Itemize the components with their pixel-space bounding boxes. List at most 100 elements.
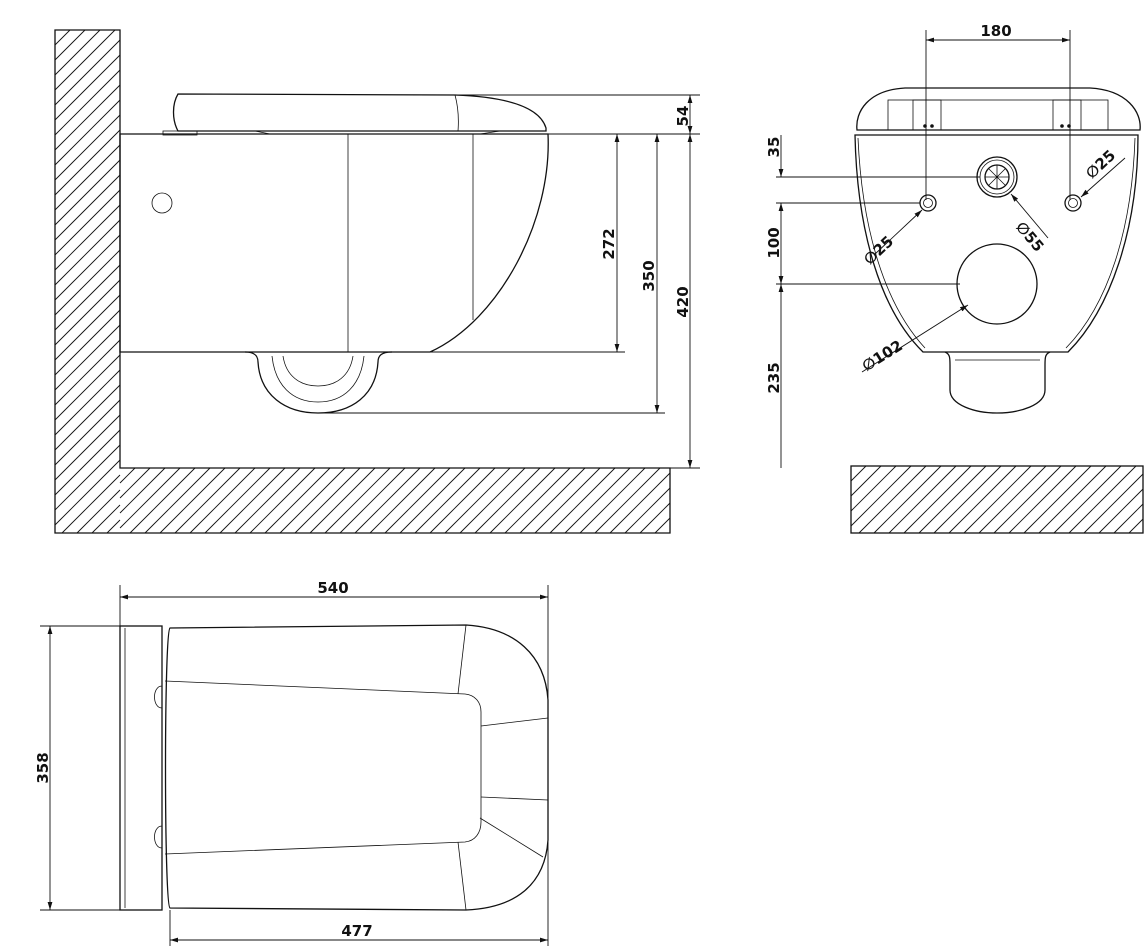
hatch-line xyxy=(309,467,376,534)
floor-outline xyxy=(850,465,1144,534)
label-inlet-right: ∅25 xyxy=(1082,146,1119,182)
hatch-line xyxy=(54,39,121,106)
label-272: 272 xyxy=(600,228,618,259)
hatch-line xyxy=(519,467,586,534)
hatch-line xyxy=(933,465,1002,534)
hatch-line xyxy=(918,465,987,534)
hatch-line xyxy=(54,204,121,271)
hatch-line xyxy=(504,467,571,534)
hatch-line xyxy=(54,414,121,481)
label-420: 420 xyxy=(674,286,692,317)
lid-seam xyxy=(454,94,459,132)
hatch-line xyxy=(249,467,316,534)
hatch-line xyxy=(54,84,121,151)
top-view: 540 358 477 xyxy=(34,579,549,946)
floor-hatching-front xyxy=(850,465,1144,534)
hatch-line xyxy=(129,467,196,534)
hatch-line xyxy=(54,324,121,391)
hatch-line xyxy=(54,144,121,211)
hatch-line xyxy=(106,519,121,534)
hatch-line xyxy=(54,459,121,526)
hatch-line xyxy=(564,467,631,534)
fixing-hole xyxy=(151,192,173,214)
label-outlet: ∅102 xyxy=(859,336,906,375)
hatch-line xyxy=(474,467,541,534)
front-view: 180 35 100 235 ∅25 ∅25 ∅55 ∅102 xyxy=(765,22,1144,534)
hatch-line xyxy=(594,467,661,534)
label-358: 358 xyxy=(34,752,52,783)
hatch-line xyxy=(1128,518,1144,534)
hatch-line xyxy=(850,465,912,527)
hatch-line xyxy=(54,249,121,316)
hatch-line xyxy=(54,29,101,76)
wall-hatching xyxy=(54,29,671,534)
hatch-line xyxy=(189,467,256,534)
hatch-line xyxy=(54,54,121,121)
hatch-line xyxy=(324,467,391,534)
hatch-line xyxy=(1038,465,1107,534)
hatch-line xyxy=(54,354,121,421)
hatch-line xyxy=(549,467,616,534)
hatch-line xyxy=(54,29,86,61)
water-inlet-right xyxy=(1064,194,1082,212)
hatch-line xyxy=(1113,503,1144,534)
seat-hinge-frame xyxy=(887,99,1109,131)
hatch-line xyxy=(993,465,1062,534)
hatch-line xyxy=(76,489,121,534)
hatch-line xyxy=(54,219,121,286)
hatch-line xyxy=(54,29,116,91)
hatch-line xyxy=(54,99,121,166)
seat-opening xyxy=(164,680,482,855)
hatch-line xyxy=(54,29,71,46)
bowl-front xyxy=(854,134,1139,353)
hatch-line xyxy=(1023,465,1092,534)
hatch-line xyxy=(54,369,121,436)
seat-front xyxy=(856,87,1141,131)
leader-inlet-left xyxy=(873,209,923,256)
hatch-line xyxy=(489,467,556,534)
hatch-line xyxy=(54,114,121,181)
label-100: 100 xyxy=(765,227,783,258)
hatch-line xyxy=(873,465,942,534)
waste-outlet xyxy=(956,243,1038,325)
hatch-line xyxy=(579,467,646,534)
hatch-line xyxy=(1083,473,1144,534)
hatch-line xyxy=(119,467,181,529)
label-180: 180 xyxy=(980,22,1011,40)
hatch-line xyxy=(119,467,166,514)
hatch-line xyxy=(219,467,286,534)
hatch-line xyxy=(414,467,481,534)
trap-front xyxy=(944,351,1051,414)
hatch-line xyxy=(459,467,526,534)
hatch-line xyxy=(279,467,346,534)
hatch-line xyxy=(339,467,406,534)
hatch-line xyxy=(1008,465,1077,534)
hatch-line xyxy=(54,174,121,241)
hatch-line xyxy=(399,467,466,534)
hatch-line xyxy=(54,309,121,376)
label-350: 350 xyxy=(640,260,658,291)
hatch-line xyxy=(429,467,496,534)
hatch-line xyxy=(654,517,671,534)
hatch-line xyxy=(858,465,927,534)
hatch-line xyxy=(61,474,121,534)
hatch-line xyxy=(850,465,867,482)
hatch-line xyxy=(639,502,671,534)
leader-outlet xyxy=(861,304,969,373)
hatch-line xyxy=(384,467,451,534)
hatch-line xyxy=(294,467,361,534)
hatch-line xyxy=(609,472,671,534)
hatch-line xyxy=(354,467,421,534)
hatch-line xyxy=(54,384,121,451)
hatch-line xyxy=(850,465,897,512)
hatch-line xyxy=(54,279,121,346)
hatch-line xyxy=(54,339,121,406)
hinge xyxy=(162,130,198,136)
leader-inlet-right xyxy=(1080,157,1126,198)
label-477: 477 xyxy=(341,922,372,940)
hatch-line xyxy=(978,465,1047,534)
hatch-line xyxy=(850,465,882,497)
bowl-top-outline xyxy=(164,624,549,911)
hatch-line xyxy=(54,159,121,226)
